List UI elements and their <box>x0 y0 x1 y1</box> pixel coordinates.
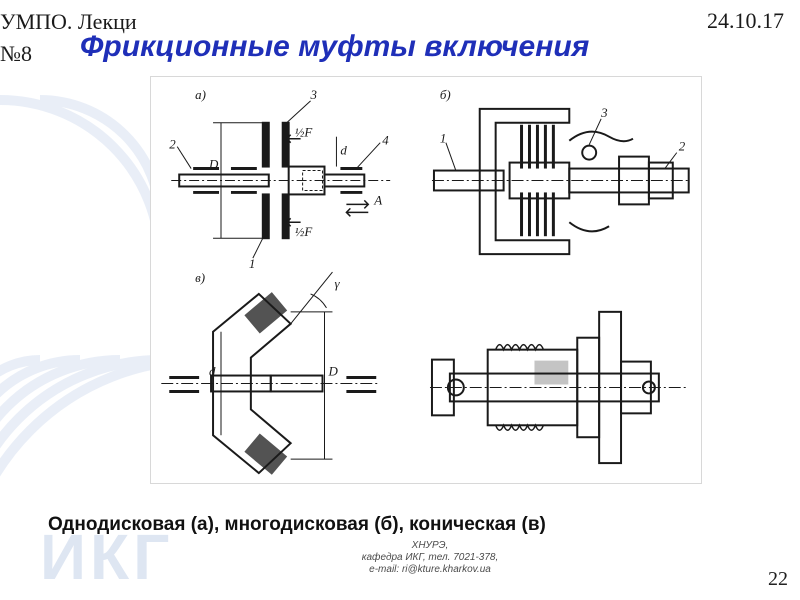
technical-drawing: а) б) в) 2 3 4 1 ½F ½F D d A 1 3 2 d D γ <box>161 87 690 475</box>
panel-c-drawing <box>161 271 381 475</box>
callout-2-b: 2 <box>679 139 686 154</box>
slide-title: Фрикционные муфты включения <box>80 30 590 63</box>
arrow-A-label: A <box>373 192 382 207</box>
callout-2-a: 2 <box>169 137 176 152</box>
callout-4-a: 4 <box>382 133 389 148</box>
footer-contact: ХНУРЭ, кафедра ИКГ, тел. 7021-378, e-mai… <box>330 540 530 576</box>
cone-d-label: d <box>209 364 216 379</box>
panel-a-label: а) <box>195 87 206 102</box>
dim-d-label: d <box>340 143 347 158</box>
cone-gamma-label: γ <box>334 276 340 291</box>
callout-3-a: 3 <box>310 87 318 102</box>
watermark-logo: ИКГ <box>40 521 174 593</box>
callout-3-b: 3 <box>600 105 608 120</box>
panel-c-assembly <box>429 310 689 465</box>
panel-b-drawing <box>431 107 690 256</box>
footer-university: ХНУРЭ, <box>411 540 449 551</box>
force-bottom-label: ½F <box>295 224 313 239</box>
footer-department: кафедра ИКГ, тел. 7021-378, <box>361 552 499 563</box>
figure-caption: Однодисковая (а), многодисковая (б), кон… <box>48 514 546 535</box>
panel-b-label: б) <box>440 87 451 102</box>
callout-1-b: 1 <box>440 131 446 146</box>
course-name: УМПО. Лекци <box>0 9 137 34</box>
dim-D-label: D <box>208 157 219 172</box>
panel-a-drawing <box>171 100 391 259</box>
footer-email: e-mail: ri@kture.kharkov.ua <box>369 564 491 575</box>
slide-date: 24.10.17 <box>707 8 784 33</box>
callout-1-a: 1 <box>249 256 255 271</box>
force-top-label: ½F <box>295 125 313 140</box>
cone-D-label: D <box>327 364 338 379</box>
panel-c-label: в) <box>195 270 205 285</box>
course-header: УМПО. Лекци №8 <box>0 8 137 66</box>
page-number: 22 <box>768 568 788 590</box>
clutch-drawings: а) б) в) 2 3 4 1 ½F ½F D d A 1 3 2 d D γ <box>150 76 702 484</box>
lecture-number: №8 <box>0 41 32 66</box>
